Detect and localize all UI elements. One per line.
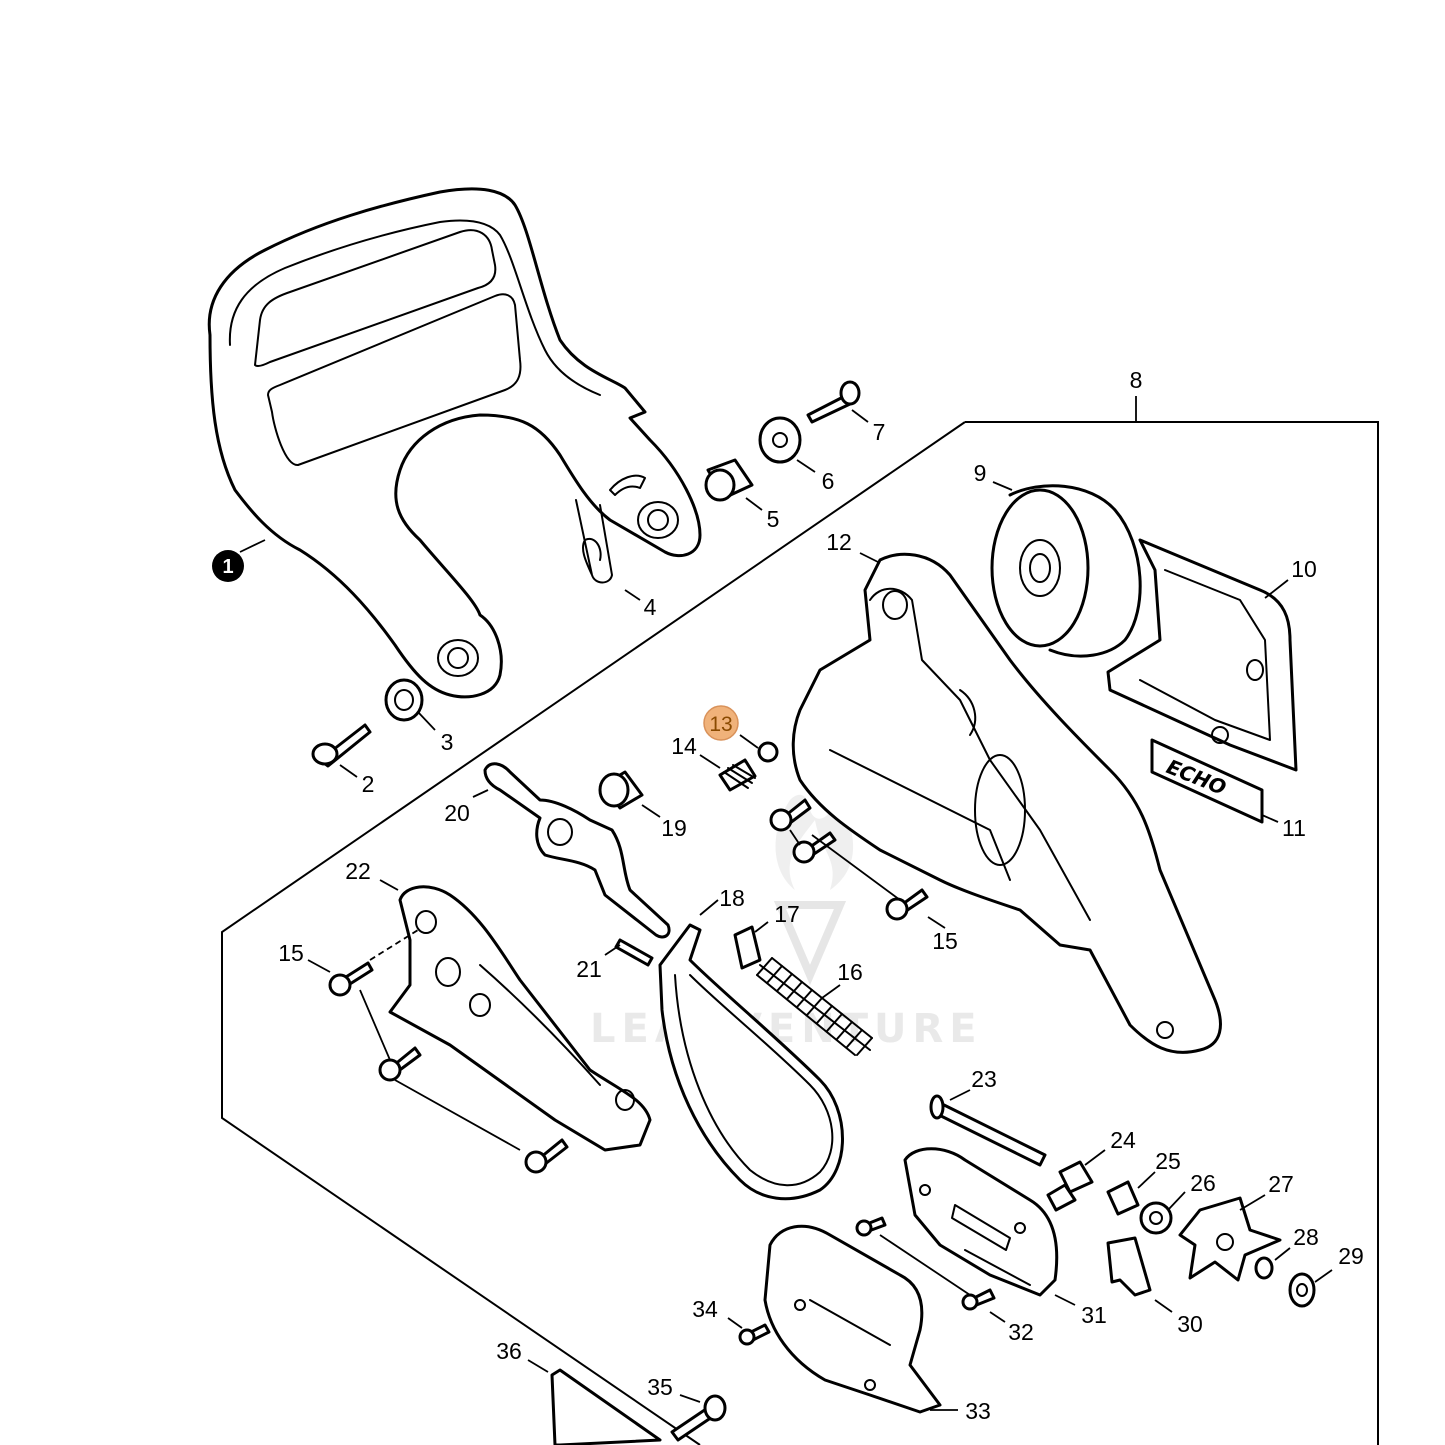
watermark-text: LEADVENTURE: [590, 1006, 983, 1052]
callout-35: 35: [647, 1374, 673, 1400]
callout-6: 6: [822, 468, 835, 494]
callout-9: 9: [974, 460, 987, 486]
hand-guard-part: [207, 187, 702, 699]
callout-3: 3: [441, 729, 454, 755]
guide-plate-31-part: [903, 1147, 1059, 1297]
washer-6-part: [758, 416, 802, 464]
callout-15-right: 15: [932, 928, 958, 954]
callout-18: 18: [719, 885, 745, 911]
callout-33: 33: [965, 1398, 991, 1424]
callout-17: 17: [774, 901, 800, 927]
callout-29: 29: [1338, 1243, 1364, 1269]
callout-22: 22: [345, 858, 371, 884]
clip-30-part: [1106, 1236, 1152, 1297]
callout-23: 23: [971, 1066, 997, 1092]
callout-12: 12: [826, 529, 852, 555]
spring-14-part: [718, 758, 757, 792]
brake-lever-20-part: [483, 762, 671, 939]
screw-7-part: [806, 380, 861, 424]
block-17-part: [733, 925, 762, 970]
bolt-23-part: [929, 1094, 1047, 1167]
part-36-part: [550, 1368, 662, 1445]
callout-24: 24: [1110, 1127, 1136, 1153]
leader-lines: [239, 409, 1333, 1411]
nut-25-part: [1106, 1180, 1140, 1216]
callout-1: 1: [222, 556, 233, 578]
callout-16: 16: [837, 959, 863, 985]
knob-27-part: [1178, 1196, 1282, 1282]
spring-16-part: [756, 957, 873, 1056]
adjuster-24-part: [1046, 1160, 1094, 1212]
screw-15-left-part: [328, 961, 569, 1174]
callout-21: 21: [576, 956, 602, 982]
screw-15-right-part: [769, 798, 929, 921]
kit-frame: [221, 421, 1379, 1445]
callout-26: 26: [1190, 1170, 1216, 1196]
callout-15-left: 15: [278, 940, 304, 966]
gear-26-part: [1139, 1201, 1173, 1235]
housing-12-part: [791, 552, 1222, 1054]
callout-14: 14: [671, 733, 697, 759]
callout-13-highlight[interactable]: [703, 705, 739, 741]
callout-1-badge: [212, 550, 244, 582]
bracket-22-part: [388, 885, 652, 1152]
callout-10: 10: [1291, 556, 1317, 582]
callout-11: 11: [1282, 815, 1306, 841]
sleeve-5-part: [704, 458, 754, 502]
callout-2: 2: [362, 771, 375, 797]
callout-31: 31: [1081, 1302, 1107, 1328]
callout-30: 30: [1177, 1311, 1203, 1337]
screw-2-part: [311, 723, 372, 768]
callout-19: 19: [661, 815, 687, 841]
washer-29-part: [1288, 1272, 1316, 1308]
ball-13-part: [757, 741, 779, 763]
brake-band-18-part: [658, 923, 844, 1201]
callout-7: 7: [873, 419, 886, 445]
ring-28-part: [1254, 1256, 1274, 1280]
screw-32-part: [855, 1216, 996, 1311]
callout-8: 8: [1130, 367, 1143, 393]
callout-27: 27: [1268, 1171, 1294, 1197]
callout-34: 34: [692, 1296, 718, 1322]
sleeve-19-part: [598, 770, 644, 810]
disc-9-part: [990, 484, 1142, 658]
spring-4-part: [575, 499, 613, 584]
screw-34-part: [738, 1323, 771, 1346]
watermark-v-icon: [773, 901, 847, 986]
callout-5: 5: [767, 506, 780, 532]
pin-21-part: [614, 938, 654, 967]
bushing-3-part: [384, 678, 424, 722]
callout-13: 13: [709, 713, 732, 736]
callout-4: 4: [644, 594, 657, 620]
callout-32: 32: [1008, 1319, 1034, 1345]
callout-36: 36: [496, 1338, 522, 1364]
cover-33-part: [763, 1224, 942, 1414]
screw-35-part: [670, 1394, 727, 1442]
callouts: 1 2 3 4 5 6 7 8 9 10 11 12 13 14 15 15 1…: [212, 367, 1364, 1424]
callout-28: 28: [1293, 1224, 1319, 1250]
callout-20: 20: [444, 800, 470, 826]
callout-25: 25: [1155, 1148, 1181, 1174]
